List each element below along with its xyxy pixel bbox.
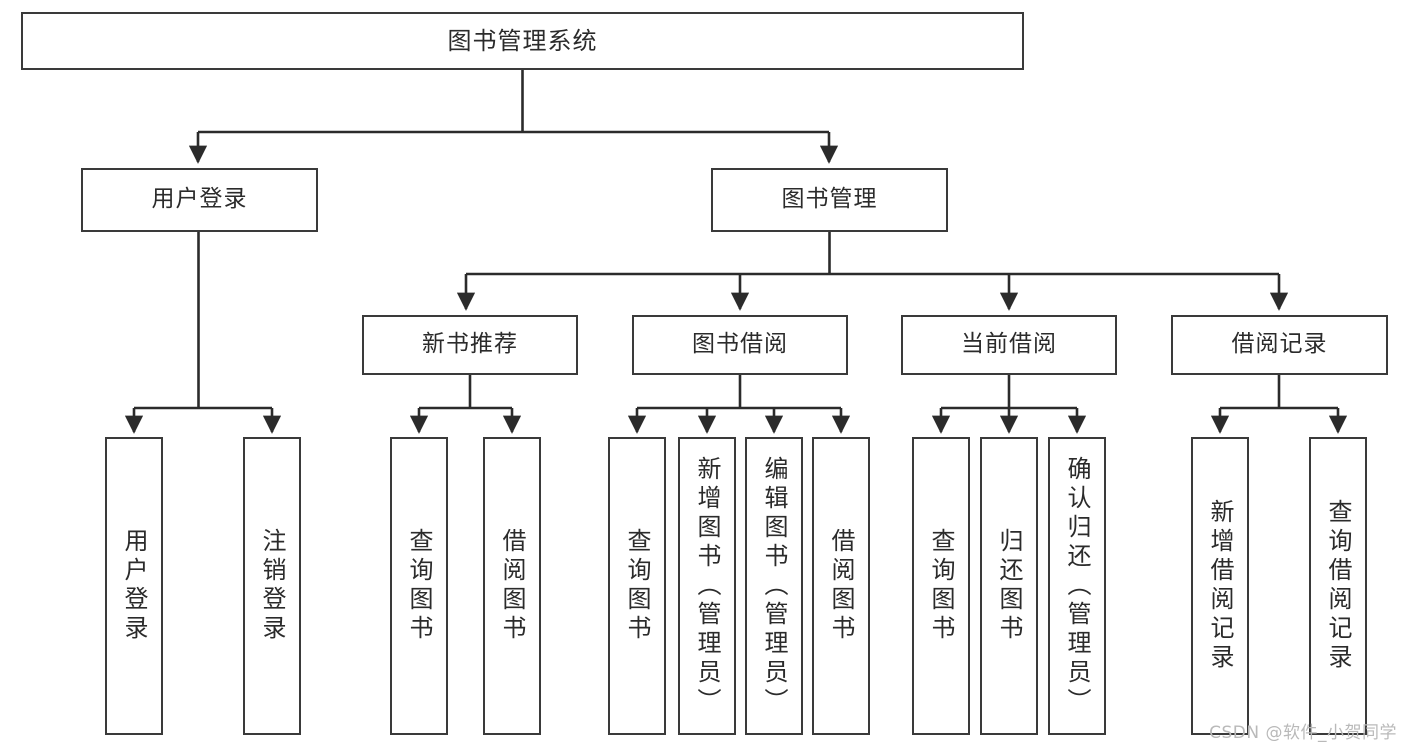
- node-leaf-confirm-return-label: 确认归还（管理员）: [1063, 455, 1091, 717]
- node-leaf-query-book-3[interactable]: 查询图书: [912, 437, 970, 735]
- node-leaf-query-book-1[interactable]: 查询图书: [390, 437, 448, 735]
- node-root[interactable]: 图书管理系统: [21, 12, 1024, 70]
- node-leaf-query-book-2[interactable]: 查询图书: [608, 437, 666, 735]
- node-book-borrow[interactable]: 图书借阅: [632, 315, 848, 375]
- node-current-borrow-label: 当前借阅: [961, 331, 1057, 358]
- node-leaf-query-book-2-label: 查询图书: [623, 528, 651, 644]
- node-leaf-borrow-book-2-label: 借阅图书: [827, 528, 855, 644]
- node-new-book-recommend-label: 新书推荐: [422, 331, 518, 358]
- node-leaf-return-book[interactable]: 归还图书: [980, 437, 1038, 735]
- node-book-manage[interactable]: 图书管理: [711, 168, 948, 232]
- node-leaf-borrow-book-1[interactable]: 借阅图书: [483, 437, 541, 735]
- node-current-borrow[interactable]: 当前借阅: [901, 315, 1117, 375]
- node-leaf-confirm-return[interactable]: 确认归还（管理员）: [1048, 437, 1106, 735]
- node-borrow-record[interactable]: 借阅记录: [1171, 315, 1388, 375]
- node-book-manage-label: 图书管理: [781, 186, 878, 213]
- node-leaf-logout-label: 注销登录: [258, 528, 286, 644]
- node-leaf-edit-book[interactable]: 编辑图书（管理员）: [745, 437, 803, 735]
- node-leaf-return-book-label: 归还图书: [995, 528, 1023, 644]
- node-leaf-query-record[interactable]: 查询借阅记录: [1309, 437, 1367, 735]
- node-leaf-query-book-3-label: 查询图书: [927, 528, 955, 644]
- node-leaf-logout[interactable]: 注销登录: [243, 437, 301, 735]
- node-leaf-edit-book-label: 编辑图书（管理员）: [760, 455, 788, 717]
- node-leaf-borrow-book-2[interactable]: 借阅图书: [812, 437, 870, 735]
- node-leaf-add-record-label: 新增借阅记录: [1206, 499, 1234, 673]
- node-leaf-query-book-1-label: 查询图书: [405, 528, 433, 644]
- node-leaf-add-book-label: 新增图书（管理员）: [693, 455, 721, 717]
- node-root-label: 图书管理系统: [447, 26, 598, 55]
- node-leaf-query-record-label: 查询借阅记录: [1324, 499, 1352, 673]
- node-leaf-add-record[interactable]: 新增借阅记录: [1191, 437, 1249, 735]
- node-new-book-recommend[interactable]: 新书推荐: [362, 315, 578, 375]
- node-user-login[interactable]: 用户登录: [81, 168, 318, 232]
- node-leaf-user-login-label: 用户登录: [120, 528, 148, 644]
- node-leaf-add-book[interactable]: 新增图书（管理员）: [678, 437, 736, 735]
- node-leaf-user-login[interactable]: 用户登录: [105, 437, 163, 735]
- node-user-login-label: 用户登录: [151, 186, 248, 213]
- node-leaf-borrow-book-1-label: 借阅图书: [498, 528, 526, 644]
- node-borrow-record-label: 借阅记录: [1231, 331, 1328, 358]
- node-book-borrow-label: 图书借阅: [692, 331, 788, 358]
